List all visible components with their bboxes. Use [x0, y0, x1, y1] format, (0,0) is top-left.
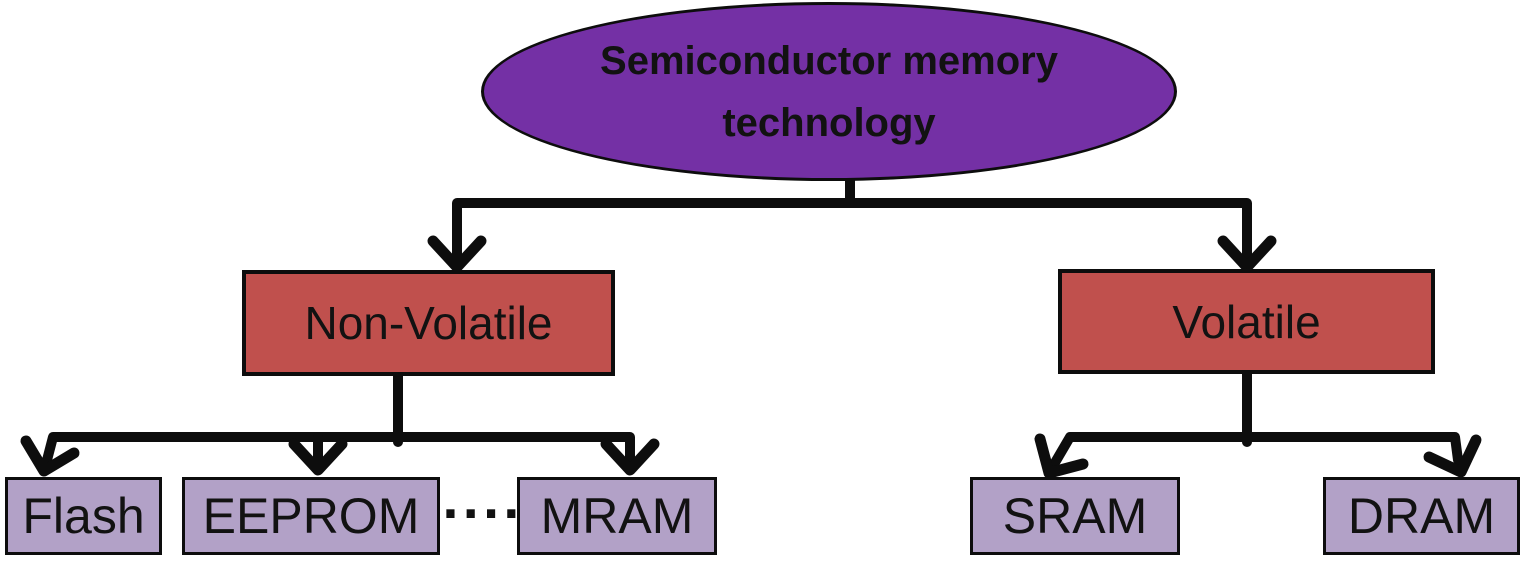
edge-volatile-children — [1048, 432, 1463, 471]
node-dram: DRAM — [1323, 477, 1520, 555]
edge-non-volatile-children — [41, 432, 635, 469]
arrowhead-non-volatile — [427, 235, 487, 273]
ellipsis-more-items: ···· — [442, 480, 524, 546]
edge-root-branches — [452, 198, 1252, 265]
node-dram-label: DRAM — [1347, 488, 1496, 544]
connector-lines — [20, 167, 1482, 479]
arrowhead-volatile — [1217, 235, 1277, 273]
arrowhead-mram — [600, 438, 660, 476]
node-mram: MRAM — [517, 477, 717, 555]
node-semiconductor-memory-technology: Semiconductor memory technology — [481, 2, 1177, 181]
node-eeprom: EEPROM — [182, 477, 440, 555]
node-non-volatile: Non-Volatile — [242, 270, 615, 376]
arrowhead-flash — [20, 435, 80, 477]
arrowhead-eeprom — [288, 438, 348, 476]
node-flash: Flash — [5, 477, 162, 555]
node-flash-label: Flash — [22, 488, 145, 544]
node-mram-label: MRAM — [540, 488, 694, 544]
node-eeprom-label: EEPROM — [202, 488, 420, 544]
arrowhead-sram — [1034, 433, 1089, 479]
node-root-label: Semiconductor memory technology — [600, 38, 1058, 145]
node-volatile: Volatile — [1058, 269, 1435, 374]
node-sram-label: SRAM — [1002, 488, 1148, 544]
arrowhead-dram — [1423, 434, 1482, 478]
node-volatile-label: Volatile — [1172, 295, 1321, 348]
node-sram: SRAM — [970, 477, 1180, 555]
node-non-volatile-label: Non-Volatile — [304, 297, 553, 349]
